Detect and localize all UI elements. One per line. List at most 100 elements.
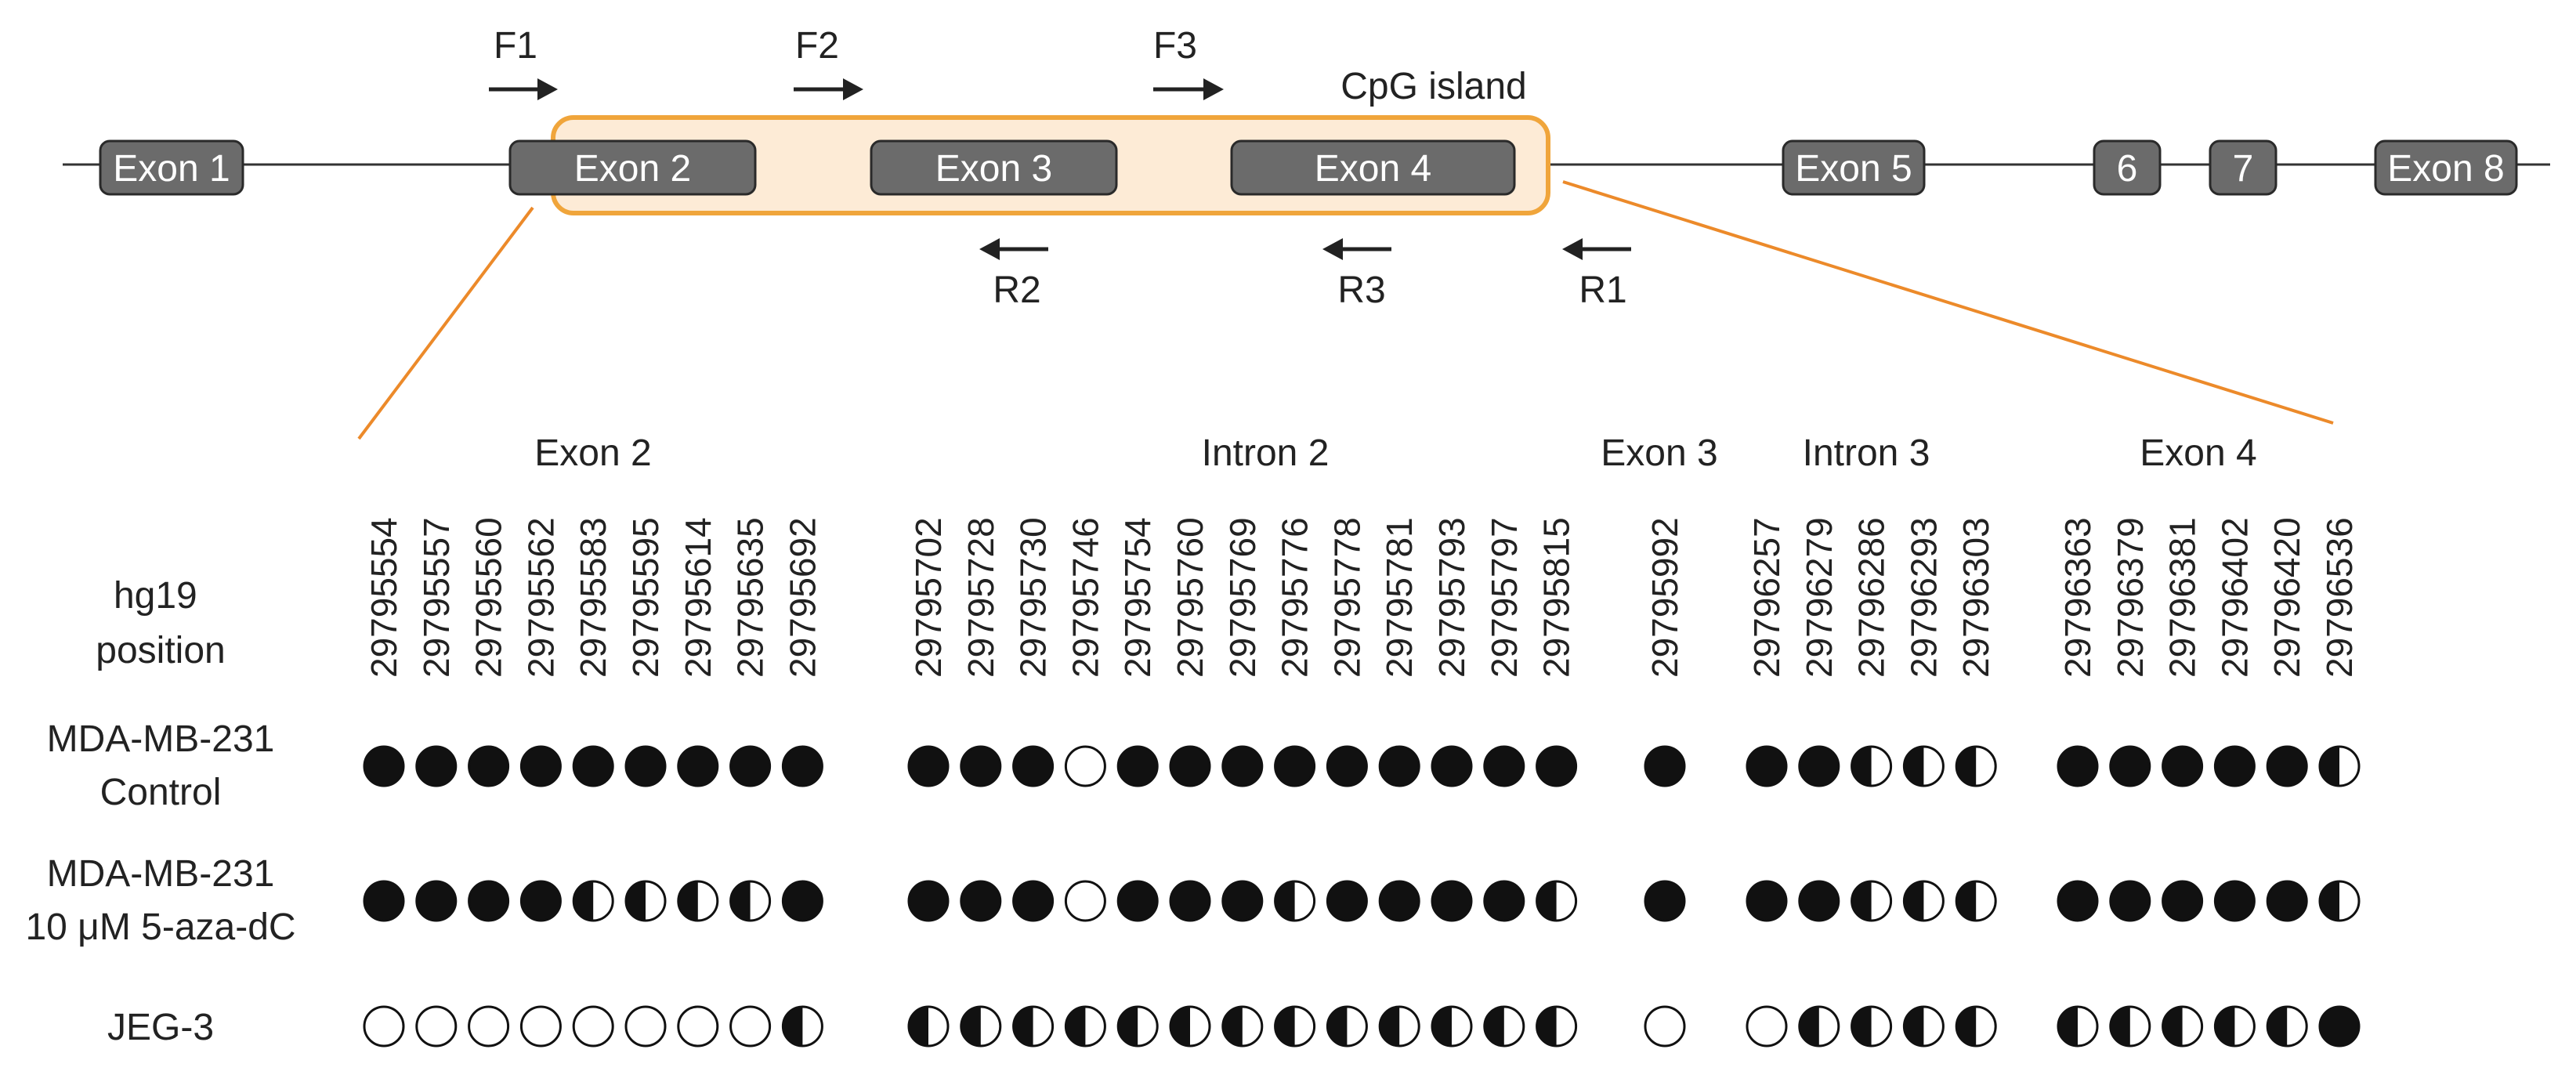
exon-label-exon-5: Exon 5 <box>1795 148 1912 190</box>
methylation-dot-full <box>729 745 772 787</box>
methylation-dot-full <box>677 745 719 787</box>
methylation-dot-half <box>1483 1005 1525 1047</box>
methylation-dot-half <box>960 1005 1002 1047</box>
methylation-dot-half-fill <box>1118 1007 1138 1046</box>
position-label: 29796420 <box>2267 517 2307 678</box>
methylation-dot-half <box>729 880 772 922</box>
position-label: 29795554 <box>364 517 404 678</box>
methylation-dot-half-fill <box>626 881 646 921</box>
methylation-dot-full <box>572 745 614 787</box>
primer-arrowhead-f1 <box>537 78 558 100</box>
methylation-dot-half <box>1274 1005 1316 1047</box>
methylation-dot-empty <box>1746 1005 1788 1047</box>
position-label: 29795730 <box>1013 517 1054 678</box>
methylation-dot-full <box>1431 880 1473 922</box>
methylation-dot-full <box>907 745 950 787</box>
sample-label: JEG-3 <box>107 1007 214 1048</box>
sample-label-line: MDA-MB-231 <box>47 718 275 760</box>
methylation-dot-full <box>1012 745 1055 787</box>
methylation-dot-full <box>1798 745 1840 787</box>
methylation-dot-half-fill <box>1851 1007 1872 1046</box>
methylation-dot-full <box>1483 880 1525 922</box>
region-header-intron-2: Intron 2 <box>1202 432 1330 474</box>
methylation-dot-half-fill <box>2162 1007 2183 1046</box>
methylation-dot-half-fill <box>2267 1007 2288 1046</box>
methylation-dot-half <box>2318 880 2361 922</box>
position-label: 29796293 <box>1903 517 1944 678</box>
methylation-dot-half <box>2109 1005 2151 1047</box>
primer-arrowhead-r2 <box>979 238 1000 260</box>
methylation-dot-full <box>2318 1005 2361 1047</box>
methylation-dot-half <box>677 880 719 922</box>
methylation-dot-full <box>781 745 823 787</box>
position-label: 29795746 <box>1065 517 1105 678</box>
methylation-dot-full <box>2266 745 2308 787</box>
exon-box-exon-3 <box>870 139 1118 196</box>
primer-label-f2: F2 <box>795 25 839 67</box>
methylation-dot-half-fill <box>1013 1007 1033 1046</box>
methylation-dot-empty <box>1644 1005 1686 1047</box>
methylation-dot-half-fill <box>1380 1007 1400 1046</box>
methylation-dot-empty <box>572 1005 614 1047</box>
methylation-dot-half <box>624 880 667 922</box>
methylation-dot-half <box>2213 1005 2256 1047</box>
methylation-dot-full <box>415 745 458 787</box>
sample-label-line: Control <box>100 772 222 813</box>
methylation-dot-half-fill <box>678 881 698 921</box>
methylation-dot-half-fill <box>1799 1007 1819 1046</box>
position-label: 29796257 <box>1746 517 1787 678</box>
methylation-dot-half <box>907 1005 950 1047</box>
methylation-dot-half <box>572 880 614 922</box>
exon-box-exon-8 <box>2374 139 2518 196</box>
position-label: 29795702 <box>908 517 949 678</box>
methylation-dot-empty <box>1064 880 1106 922</box>
exon-label-6: 6 <box>2117 148 2138 190</box>
methylation-dot-half-fill <box>1904 1007 1924 1046</box>
methylation-dot-full <box>1746 745 1788 787</box>
position-label: 29795778 <box>1326 517 1367 678</box>
position-label: 29796303 <box>1956 517 1996 678</box>
primer-arrowhead-f3 <box>1203 78 1224 100</box>
methylation-dot-full <box>2213 880 2256 922</box>
exon-label-exon-1: Exon 1 <box>113 148 230 190</box>
methylation-dot-full <box>2162 880 2204 922</box>
position-label: 29795992 <box>1644 517 1685 678</box>
position-label: 29795754 <box>1117 517 1158 678</box>
position-label: 29795769 <box>1222 517 1263 678</box>
methylation-dot-half <box>1431 1005 1473 1047</box>
region-headers: Exon 2 Intron 2 Exon 3 Intron 3 Exon 4 <box>534 432 2256 474</box>
methylation-dot-full <box>468 880 510 922</box>
methylation-dot-full <box>1169 745 1211 787</box>
methylation-dot-half-fill <box>1851 747 1872 786</box>
position-label: 29795760 <box>1170 517 1210 678</box>
methylation-dot-full <box>1536 745 1578 787</box>
sample-label-line: 10 μM 5-aza-dC <box>25 906 295 948</box>
methylation-dot-half <box>2266 1005 2308 1047</box>
forward-primers: F1 F2 F3 <box>489 25 1224 100</box>
methylation-dot-half <box>1169 1005 1211 1047</box>
exon-box-6 <box>2093 139 2162 196</box>
methylation-dot-half <box>1902 1005 1945 1047</box>
methylation-dot-half-fill <box>1536 1007 1557 1046</box>
methylation-dot-empty <box>624 1005 667 1047</box>
methylation-dot-half <box>1378 1005 1420 1047</box>
methylation-dot-half <box>1536 880 1578 922</box>
methylation-dot-half <box>1798 1005 1840 1047</box>
methylation-dot-full <box>960 880 1002 922</box>
methylation-dot-full <box>907 880 950 922</box>
methylation-dot-empty <box>468 1005 510 1047</box>
methylation-dot-half-fill <box>1275 1007 1295 1046</box>
exon-label-7: 7 <box>2233 148 2254 190</box>
methylation-dot-half <box>2162 1005 2204 1047</box>
primer-arrowhead-f2 <box>843 78 863 100</box>
methylation-dot-full <box>1169 880 1211 922</box>
sample-label-line: JEG-3 <box>107 1007 214 1048</box>
methylation-dot-half <box>1955 880 1997 922</box>
position-label: 29795560 <box>469 517 509 678</box>
methylation-dot-full <box>1644 880 1686 922</box>
methylation-dot-full <box>468 745 510 787</box>
position-label: 29796363 <box>2057 517 2098 678</box>
